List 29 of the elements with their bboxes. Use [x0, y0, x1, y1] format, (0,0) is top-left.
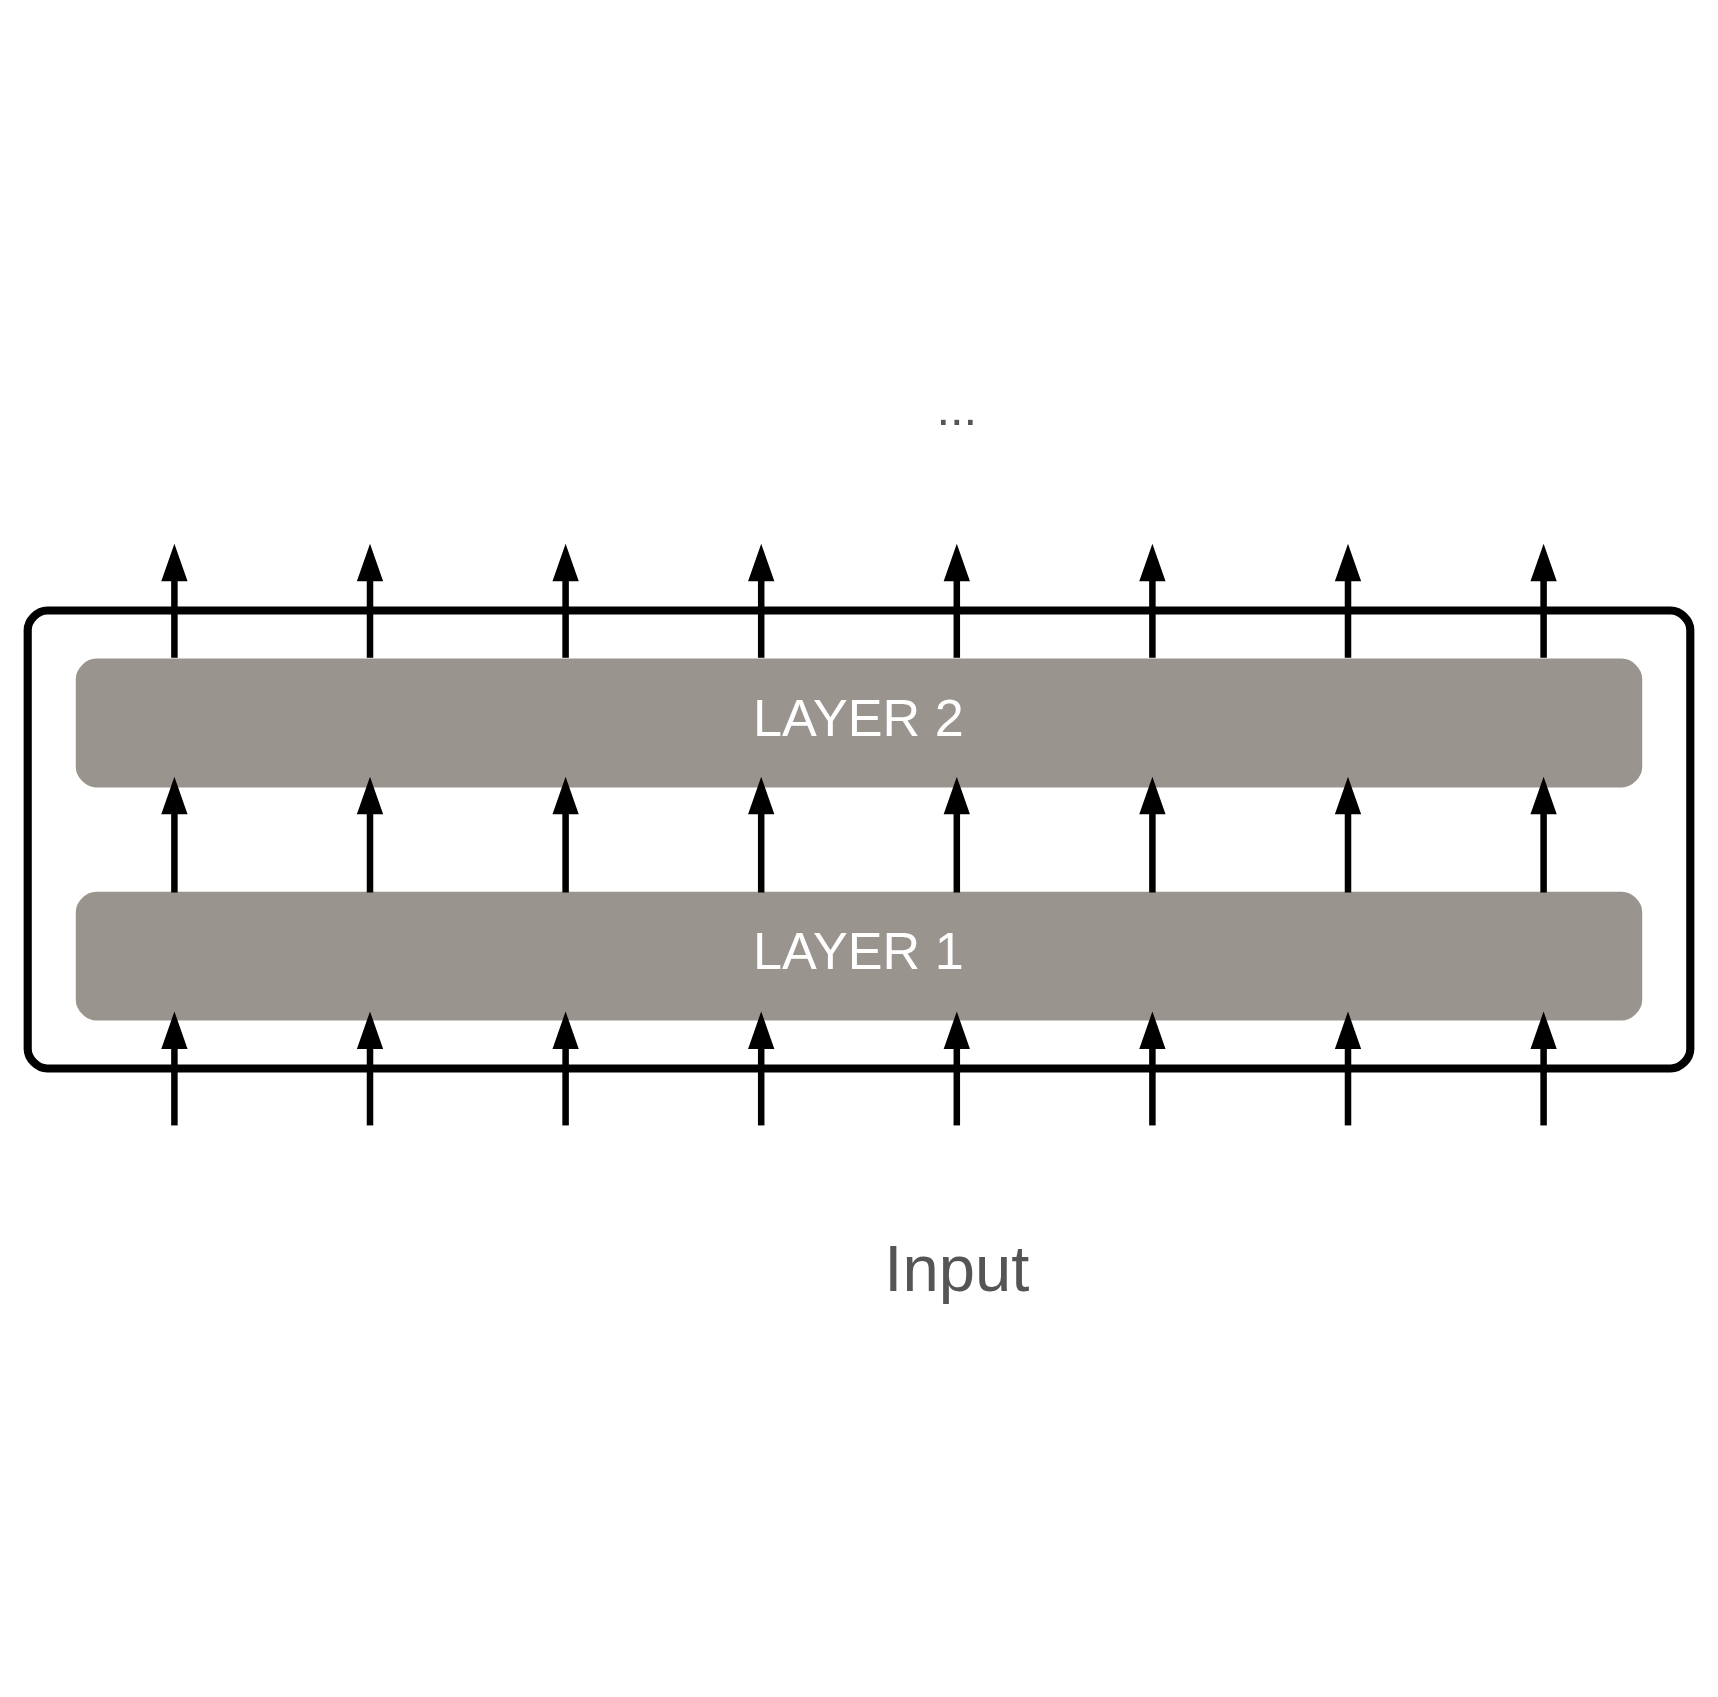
- arrow: [552, 543, 579, 658]
- arrow: [1139, 776, 1166, 893]
- arrow: [356, 543, 384, 658]
- arrow: [1530, 543, 1557, 658]
- arrow: [161, 543, 188, 658]
- arrow: [552, 776, 579, 893]
- arrow: [1334, 1011, 1362, 1126]
- arrow: [748, 1011, 775, 1126]
- arrow: [356, 776, 384, 893]
- cluster: [23, 606, 1695, 1073]
- node-box: LAYER 2: [75, 658, 1643, 788]
- arrow: [943, 543, 970, 658]
- arrow: [161, 1011, 188, 1126]
- label: Input: [884, 1232, 1030, 1306]
- arrow: [552, 1011, 579, 1126]
- arrow: [1334, 776, 1362, 893]
- arrow: [1334, 543, 1362, 658]
- arrow: [943, 776, 970, 893]
- label: ...: [936, 381, 978, 436]
- arrow: [161, 776, 188, 893]
- arrow: [1530, 776, 1557, 893]
- arrow: [356, 1011, 384, 1126]
- node-box: LAYER 1: [75, 891, 1643, 1021]
- arrow: [1139, 543, 1166, 658]
- arrow: [1530, 1011, 1557, 1126]
- arrow: [748, 543, 775, 658]
- arrow: [943, 1011, 970, 1126]
- arrow: [748, 776, 775, 893]
- arrow: [1139, 1011, 1166, 1126]
